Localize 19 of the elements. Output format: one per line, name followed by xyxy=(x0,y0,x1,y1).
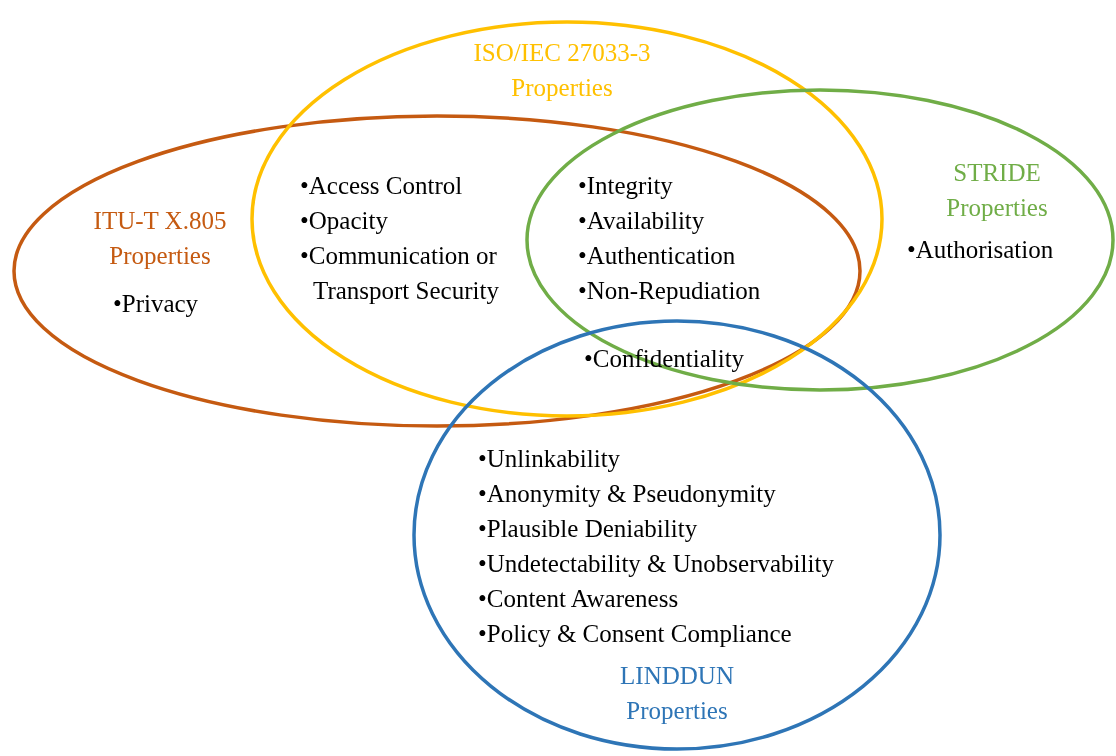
list-item: •Anonymity & Pseudonymity xyxy=(478,479,776,509)
list-item: •Content Awareness xyxy=(478,584,679,614)
list-item: •Integrity xyxy=(578,171,673,201)
set-title: ITU-T X.805 Properties xyxy=(92,206,228,271)
set-title: STRIDE Properties xyxy=(945,158,1049,223)
list-item: •Communication or Transport Security xyxy=(300,241,500,306)
list-item: •Access Control xyxy=(300,171,463,201)
list-item: •Plausible Deniability xyxy=(478,514,698,544)
list-item: •Policy & Consent Compliance xyxy=(478,619,792,649)
list-item: •Privacy xyxy=(113,289,199,319)
list-item: •Availability xyxy=(578,206,705,236)
list-item: •Opacity xyxy=(300,206,388,236)
list-item: •Non-Repudiation xyxy=(578,276,761,306)
set-title: LINDDUN Properties xyxy=(619,661,735,726)
list-item: •Authentication xyxy=(578,241,736,271)
list-item: •Unlinkability xyxy=(478,444,621,474)
set-title: ISO/IEC 27033-3 Properties xyxy=(472,38,652,103)
list-item: •Authorisation xyxy=(907,235,1054,265)
list-item: •Undetectability & Unobservability xyxy=(478,549,834,579)
